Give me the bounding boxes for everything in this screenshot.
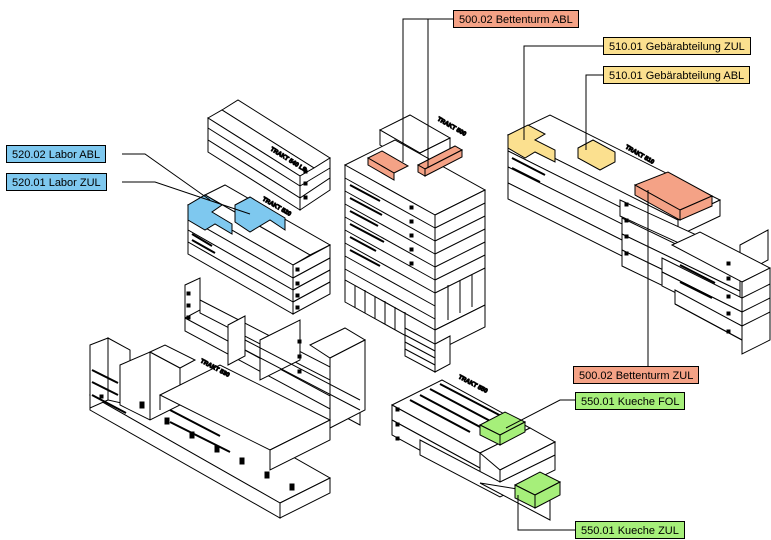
callout-labor-abl: 520.02 Labor ABL: [6, 145, 107, 163]
building-trakt-540: TRAKT 540 LS: [207, 99, 331, 211]
callout-kueche-fol: 550.01 Kueche FOL: [575, 392, 686, 410]
callout-labor-zul: 520.01 Labor ZUL: [6, 173, 107, 191]
callout-kueche-zul: 550.01 Kueche ZUL: [575, 521, 685, 539]
callout-gebaer-abl: 510.01 Gebärabteilung ABL: [603, 66, 751, 84]
callout-gebaer-zul: 510.01 Gebärabteilung ZUL: [603, 37, 751, 55]
building-trakt-520: TRAKT 520: [187, 184, 332, 315]
building-trakt-500: TRAKT 500: [343, 114, 487, 373]
callout-bettenturm-abl: 500.02 Bettenturm ABL: [453, 10, 579, 28]
building-trakt-550: TRAKT 550: [390, 374, 562, 521]
building-trakt-530: TRAKT 530: [88, 337, 332, 519]
building-connector-middle: [184, 277, 367, 429]
building-trakt-510: TRAKT 510: [506, 114, 771, 355]
callout-bettenturm-zul: 500.02 Bettenturm ZUL: [573, 366, 700, 384]
leader-lines: [122, 18, 649, 531]
